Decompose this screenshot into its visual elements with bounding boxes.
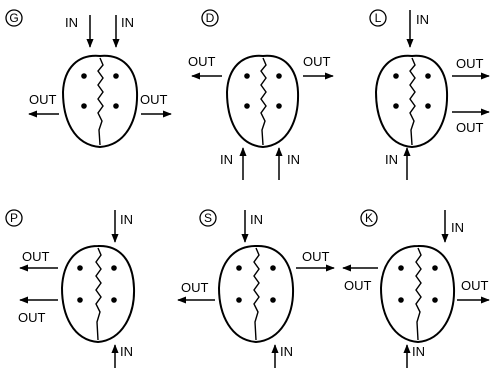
panel-s-in-label: IN	[280, 344, 293, 359]
panel-g-suture	[97, 57, 104, 146]
panel-p-dot	[111, 265, 117, 271]
panel-s-dot	[236, 265, 242, 271]
panel-s: S IN OUT OUT IN	[177, 209, 335, 368]
panel-g-out-label: OUT	[29, 92, 57, 107]
panel-k: K IN OUT OUT IN	[342, 209, 490, 368]
panel-p-out-label: OUT	[22, 249, 50, 264]
panel-d-dot	[276, 103, 282, 109]
panel-d-suture	[260, 57, 267, 146]
panel-k-suture	[415, 247, 422, 341]
panel-l-body	[374, 54, 449, 149]
panel-s-id: S	[204, 211, 212, 225]
panel-l-out-label: OUT	[456, 56, 484, 71]
panel-p-suture	[95, 247, 102, 341]
panel-l-in-label: IN	[416, 12, 429, 27]
panel-g-dot	[113, 73, 119, 79]
panel-l-dot	[425, 73, 431, 79]
panel-l-dot	[393, 73, 399, 79]
panel-p-id: P	[10, 211, 18, 225]
panel-d-out-label: OUT	[303, 54, 331, 69]
panel-g-dot	[81, 73, 87, 79]
panel-g-body	[61, 54, 139, 149]
panel-k-dot	[432, 297, 438, 303]
panel-g-badge	[5, 9, 23, 27]
panel-k-dot	[398, 297, 404, 303]
panel-k-dot	[398, 265, 404, 271]
panel-d-body	[225, 54, 300, 149]
panel-d-in-label: IN	[287, 152, 300, 167]
panel-k-out-label: OUT	[461, 278, 489, 293]
panel-g-dot	[113, 103, 119, 109]
panel-d-id: D	[206, 11, 215, 25]
panel-k-in-label: IN	[451, 220, 464, 235]
panel-s-dot	[236, 297, 242, 303]
panel-s-dot	[270, 297, 276, 303]
panel-g: G IN IN OUT OUT	[5, 9, 172, 149]
panel-d-out-label: OUT	[188, 54, 216, 69]
panel-g-in-label: IN	[121, 15, 134, 30]
panel-p-dot	[77, 297, 83, 303]
panel-p-out-label: OUT	[18, 310, 46, 325]
panel-s-out-label: OUT	[181, 280, 209, 295]
panel-g-out-label: OUT	[140, 92, 168, 107]
panel-d-dot	[244, 73, 250, 79]
panel-p-in-label: IN	[120, 212, 133, 227]
panel-g-in-label: IN	[65, 15, 78, 30]
panel-s-in-label: IN	[250, 212, 263, 227]
panel-k-in-label: IN	[412, 344, 425, 359]
panel-p-in-label: IN	[120, 344, 133, 359]
panel-s-out-label: OUT	[302, 249, 330, 264]
panel-s-suture	[253, 247, 260, 341]
panel-l-suture	[409, 57, 416, 146]
panel-l-in-label: IN	[385, 152, 398, 167]
panel-l-id: L	[375, 11, 382, 25]
panel-l-dot	[425, 103, 431, 109]
panel-d-dot	[244, 103, 250, 109]
panel-s-dot	[270, 265, 276, 271]
panel-l-badge	[369, 9, 387, 27]
panel-g-dot	[81, 103, 87, 109]
panel-s-body	[217, 244, 295, 344]
panel-l-dot	[393, 103, 399, 109]
panel-g-id: G	[9, 11, 18, 25]
panel-d-badge	[201, 9, 219, 27]
panel-d-in-label: IN	[220, 152, 233, 167]
panel-l-out-label: OUT	[456, 120, 484, 135]
panel-p-dot	[111, 297, 117, 303]
panel-k-badge	[360, 209, 378, 227]
panel-d: D OUT OUT IN IN	[188, 9, 334, 180]
panel-l: L IN OUT OUT IN	[369, 9, 490, 180]
panel-p-dot	[77, 265, 83, 271]
panel-k-id: K	[365, 211, 373, 225]
panel-p-body	[60, 244, 136, 344]
panel-k-dot	[432, 265, 438, 271]
panel-p-badge	[5, 209, 23, 227]
panel-k-body	[379, 244, 456, 344]
panel-k-out-label: OUT	[344, 278, 372, 293]
panel-p: P IN OUT OUT IN	[5, 209, 136, 368]
panel-d-dot	[276, 73, 282, 79]
panel-s-badge	[199, 209, 217, 227]
